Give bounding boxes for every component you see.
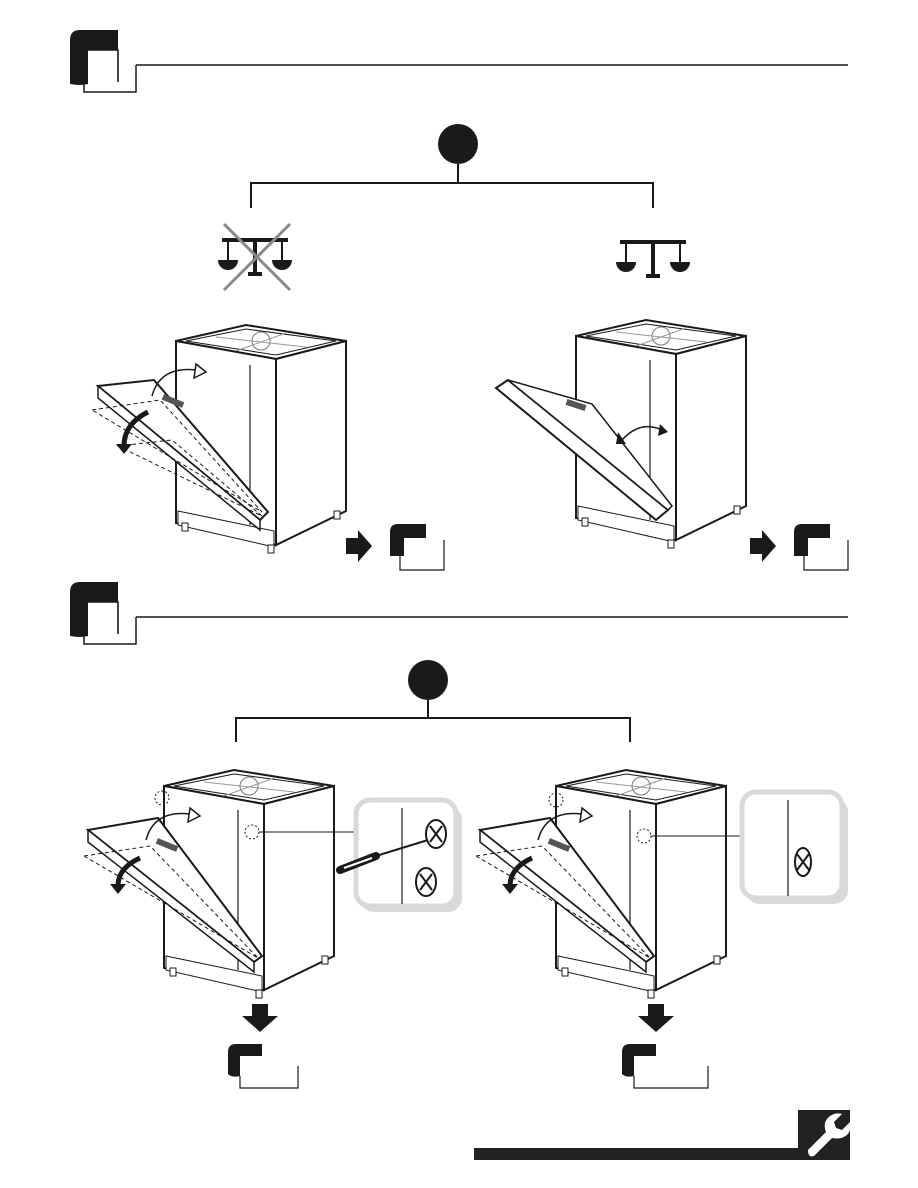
- cross-icon: [224, 224, 290, 290]
- dishwasher-illustration-adjusted: [476, 770, 742, 998]
- black-circle-marker: [438, 124, 478, 164]
- arrow-right-icon: [750, 530, 776, 562]
- step-number-box: [70, 582, 118, 637]
- step-reference-box: [622, 1044, 708, 1088]
- section-2-decision-tree: [236, 660, 630, 742]
- spring-screw-detail: [742, 792, 848, 904]
- screwdriver-spring-screw-detail: [340, 800, 462, 912]
- section-2-header: [70, 582, 848, 644]
- black-circle-marker: [408, 660, 448, 700]
- dishwasher-illustration-balanced: [496, 320, 746, 548]
- section-1-decision-tree: [251, 124, 653, 208]
- dishwasher-illustration-unbalanced: [92, 325, 346, 553]
- wrench-icon: [798, 1110, 851, 1160]
- footer-bar: [474, 1148, 804, 1160]
- balance-scale-icon: [616, 242, 690, 276]
- arrow-down-icon: [638, 1004, 674, 1032]
- step-number-box: [70, 30, 118, 85]
- section-1-header: [70, 30, 848, 92]
- step-reference-box: [390, 524, 444, 570]
- step-reference-box: [794, 524, 848, 570]
- step-reference-box: [228, 1044, 298, 1088]
- arrow-down-icon: [242, 1004, 278, 1032]
- arrow-right-icon: [346, 530, 372, 562]
- dishwasher-illustration-adjust: [84, 770, 356, 998]
